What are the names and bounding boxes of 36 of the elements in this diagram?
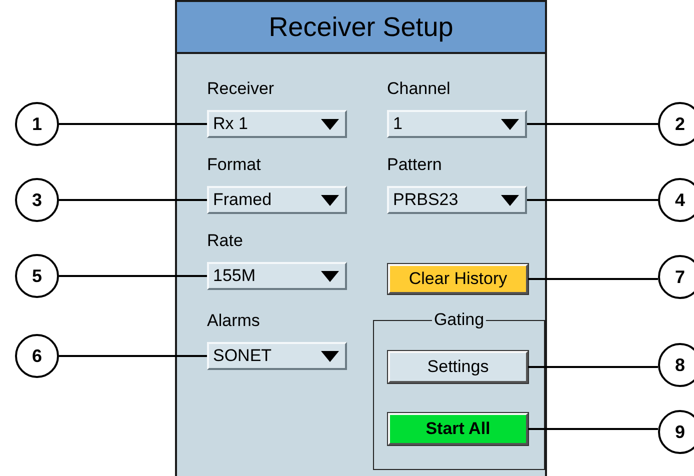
field-label: Receiver: [207, 78, 276, 100]
dropdown-field: 1: [387, 110, 527, 138]
panel-title: Receiver Setup: [268, 12, 454, 42]
start-all-button: Start All: [388, 413, 528, 445]
callout-number: 9: [658, 410, 694, 454]
leader-line: [528, 278, 658, 280]
leader-line: [528, 428, 658, 430]
dropdown-field: SONET: [207, 342, 347, 370]
leader-line: [59, 275, 207, 277]
leader-line: [59, 123, 207, 125]
dropdown-field: Rx 1: [207, 110, 347, 138]
field-label: Alarms: [207, 310, 261, 332]
group-title: Gating: [432, 310, 486, 330]
callout-number: 2: [658, 102, 694, 146]
callout-number: 8: [658, 343, 694, 387]
settings-panel: [175, 0, 547, 476]
clear-history-button: Clear History: [388, 264, 528, 294]
leader-line: [59, 199, 207, 201]
field-label: Pattern: [387, 154, 443, 176]
dropdown-field: PRBS23: [387, 186, 527, 214]
dropdown-field: Framed: [207, 186, 347, 214]
callout-number: 6: [15, 334, 59, 378]
settings-button: Settings: [388, 351, 528, 383]
callout-number: 1: [15, 102, 59, 146]
leader-line: [527, 123, 658, 125]
leader-line: [59, 355, 207, 357]
callout-number: 3: [15, 178, 59, 222]
leader-line: [527, 199, 658, 201]
callout-number: 7: [658, 255, 694, 299]
field-label: Rate: [207, 230, 244, 252]
callout-number: 5: [15, 254, 59, 298]
leader-line: [528, 366, 658, 368]
field-label: Channel: [387, 78, 452, 100]
dropdown-field: 155M: [207, 262, 347, 290]
callout-number: 4: [658, 178, 694, 222]
field-label: Format: [207, 154, 262, 176]
